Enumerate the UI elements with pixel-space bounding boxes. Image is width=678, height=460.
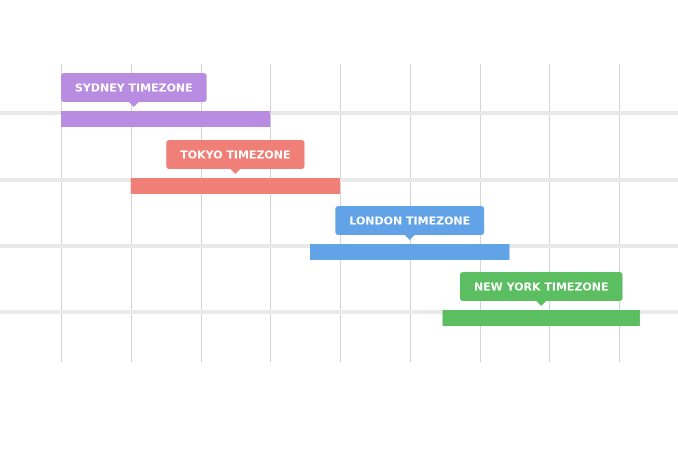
- timezone-label: TOKYO TIMEZONE: [180, 149, 290, 162]
- tooltip-pointer: [230, 169, 241, 174]
- tooltip-box: [335, 206, 485, 235]
- tooltip-box: [166, 140, 305, 169]
- tooltip-box: [61, 73, 207, 102]
- timezone-label: NEW YORK TIMEZONE: [474, 281, 609, 294]
- timezone-label: SYDNEY TIMEZONE: [75, 82, 193, 95]
- timezone-tooltips: SYDNEY TIMEZONE TOKYO TIMEZONE LONDON TIME…: [61, 73, 623, 306]
- tooltip-pointer: [128, 102, 139, 107]
- tooltip-box: [459, 272, 623, 301]
- row-baseline: [0, 310, 678, 314]
- row-baseline: [0, 111, 678, 115]
- timezone-label: LONDON TIMEZONE: [349, 215, 470, 228]
- tooltip-pointer: [536, 301, 547, 306]
- tooltip-pointer: [404, 235, 415, 240]
- timezone-bar: [130, 178, 340, 194]
- timezone-bars: [61, 111, 640, 326]
- timezone-bar: [442, 310, 640, 326]
- timezone-bar: [310, 244, 510, 260]
- timezone-bar: [61, 111, 271, 127]
